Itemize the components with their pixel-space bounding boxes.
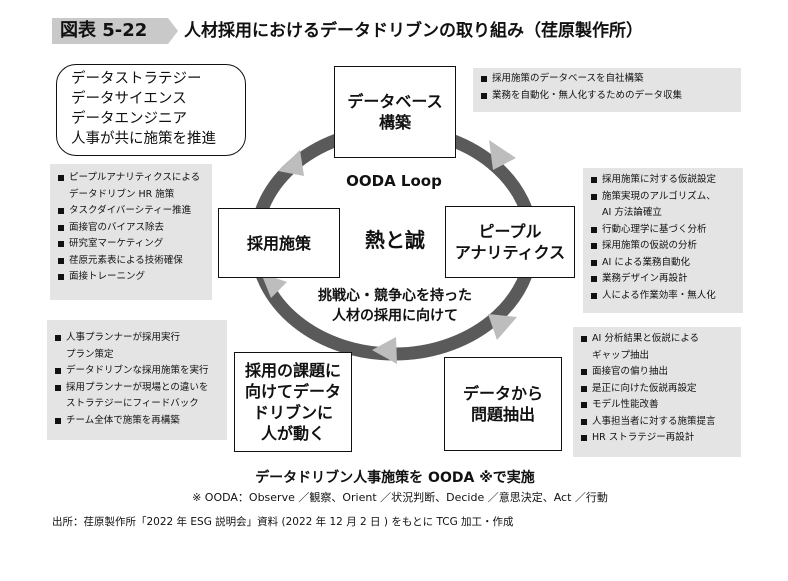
note-item: 面接トレーニング bbox=[58, 269, 204, 286]
note-item: 人事プランナーが採用実行 bbox=[55, 330, 219, 347]
note-item: ピープルアナリティクスによる bbox=[58, 170, 204, 187]
ring-arrow-2 bbox=[488, 314, 517, 340]
roles-line: データストラテジー bbox=[71, 71, 202, 87]
note-item: AI による業務自動化 bbox=[591, 255, 735, 272]
stage-text: アナリティクス bbox=[454, 243, 566, 262]
note-item: 人による作業効率・無人化 bbox=[591, 288, 735, 305]
note-item: 是正に向けた仮説再設定 bbox=[581, 381, 733, 398]
note-item: 業務デザイン再設計 bbox=[591, 271, 735, 288]
stage-people-analytics-box: ピープル アナリティクス bbox=[445, 206, 575, 278]
note-problem-extraction: AI 分析結果と仮説による ギャップ抽出 面接官の偏り抽出 是正に向けた仮説再設… bbox=[573, 327, 741, 457]
note-item: 採用施策の仮説の分析 bbox=[591, 238, 735, 255]
stage-text: 問題抽出 bbox=[470, 405, 535, 424]
note-item: 荏原元素表による技術確保 bbox=[58, 253, 204, 270]
ring-arrow-3 bbox=[372, 337, 397, 364]
note-people-analytics: 採用施策に対する仮説設定 施策実現のアルゴリズム、 AI 方法論確立 行動心理学… bbox=[583, 168, 743, 313]
stage-text: 人が動く bbox=[260, 424, 325, 443]
stage-text: 採用の課題に bbox=[244, 361, 341, 380]
stage-text: データから bbox=[462, 384, 543, 403]
note-item: 業務を自動化・無人化するためのデータ収集 bbox=[481, 88, 733, 105]
stage-text: データベース bbox=[347, 92, 443, 111]
figure-label-arrow bbox=[168, 18, 178, 44]
center-main-text: 熱と誠 bbox=[365, 228, 425, 252]
figure-label: 図表 5-22 bbox=[52, 18, 168, 44]
note-item: 採用プランナーが現場との違いを bbox=[55, 380, 219, 397]
note-item: 採用施策のデータベースを自社構築 bbox=[481, 71, 733, 88]
stage-text: 向けてデータ bbox=[244, 382, 341, 401]
note-item: ストラテジーにフィードバック bbox=[66, 398, 199, 409]
note-database: 採用施策のデータベースを自社構築 業務を自動化・無人化するためのデータ収集 bbox=[473, 68, 741, 112]
roles-line: データエンジニア bbox=[71, 111, 187, 127]
note-item: データドリブンな採用施策を実行 bbox=[55, 363, 219, 380]
ring-arrow-1 bbox=[489, 140, 516, 170]
stage-text: 採用施策 bbox=[246, 233, 311, 253]
stage-problem-extraction-box: データから 問題抽出 bbox=[444, 357, 562, 451]
note-item: 面接官のバイアス除去 bbox=[58, 220, 204, 237]
note-item: ギャップ抽出 bbox=[592, 349, 650, 361]
ooda-loop-label: OODA Loop bbox=[346, 172, 442, 190]
roles-line: 人事が共に施策を推進 bbox=[71, 131, 216, 147]
note-item: 人事担当者に対する施策提言 bbox=[581, 414, 733, 431]
note-item: モデル性能改善 bbox=[581, 397, 733, 414]
ring-arrow-5 bbox=[278, 150, 304, 176]
note-item: HR ストラテジー再設計 bbox=[581, 430, 733, 447]
note-item: チーム全体で施策を再構築 bbox=[55, 413, 219, 430]
note-item: 行動心理学に基づく分析 bbox=[591, 222, 735, 239]
center-sub-text-1: 挑戦心・競争心を持った bbox=[318, 288, 472, 304]
note-item: 施策実現のアルゴリズム、 bbox=[591, 189, 735, 206]
source-note: 出所：荏原製作所「2022 年 ESG 説明会」資料 (2022 年 12 月 … bbox=[52, 516, 514, 528]
stage-recruiting-box: 採用施策 bbox=[218, 208, 340, 278]
stage-database-box: データベース 構築 bbox=[334, 66, 456, 158]
note-recruiting: ピープルアナリティクスによる データドリブン HR 施策 タスクダイバーシティー… bbox=[50, 164, 212, 300]
stage-people-action-box: 採用の課題に 向けてデータ ドリブンに 人が動く bbox=[234, 352, 352, 452]
note-item: AI 分析結果と仮説による bbox=[581, 331, 733, 348]
figure-title: 人材採用におけるデータドリブンの取り組み（荏原製作所） bbox=[184, 21, 643, 41]
stage-text: ドリブンに bbox=[252, 403, 333, 422]
note-item: 面接官の偏り抽出 bbox=[581, 364, 733, 381]
caption-main: データドリブン人事施策を OODA ※で実施 bbox=[255, 470, 535, 486]
caption-footnote: ※ OODA：Observe ／観察、Orient ／状況判断、Decide ／… bbox=[192, 491, 608, 504]
note-people-action: 人事プランナーが採用実行 プラン策定 データドリブンな採用施策を実行 採用プラン… bbox=[47, 320, 227, 440]
roles-line: データサイエンス bbox=[71, 91, 187, 107]
center-sub-text-2: 人材の採用に向けて bbox=[332, 308, 458, 324]
note-item: データドリブン HR 施策 bbox=[69, 188, 175, 200]
stage-text: ピープル bbox=[478, 222, 542, 241]
note-item: AI 方法論確立 bbox=[602, 207, 662, 218]
ring-arrow-4 bbox=[261, 273, 287, 298]
roles-box: データストラテジー データサイエンス データエンジニア 人事が共に施策を推進 bbox=[56, 64, 246, 156]
stage-text: 構築 bbox=[378, 113, 411, 132]
note-item: 研究室マーケティング bbox=[58, 236, 204, 253]
note-item: プラン策定 bbox=[66, 348, 114, 360]
note-item: タスクダイバーシティー推進 bbox=[58, 203, 204, 220]
note-item: 採用施策に対する仮説設定 bbox=[591, 172, 735, 189]
